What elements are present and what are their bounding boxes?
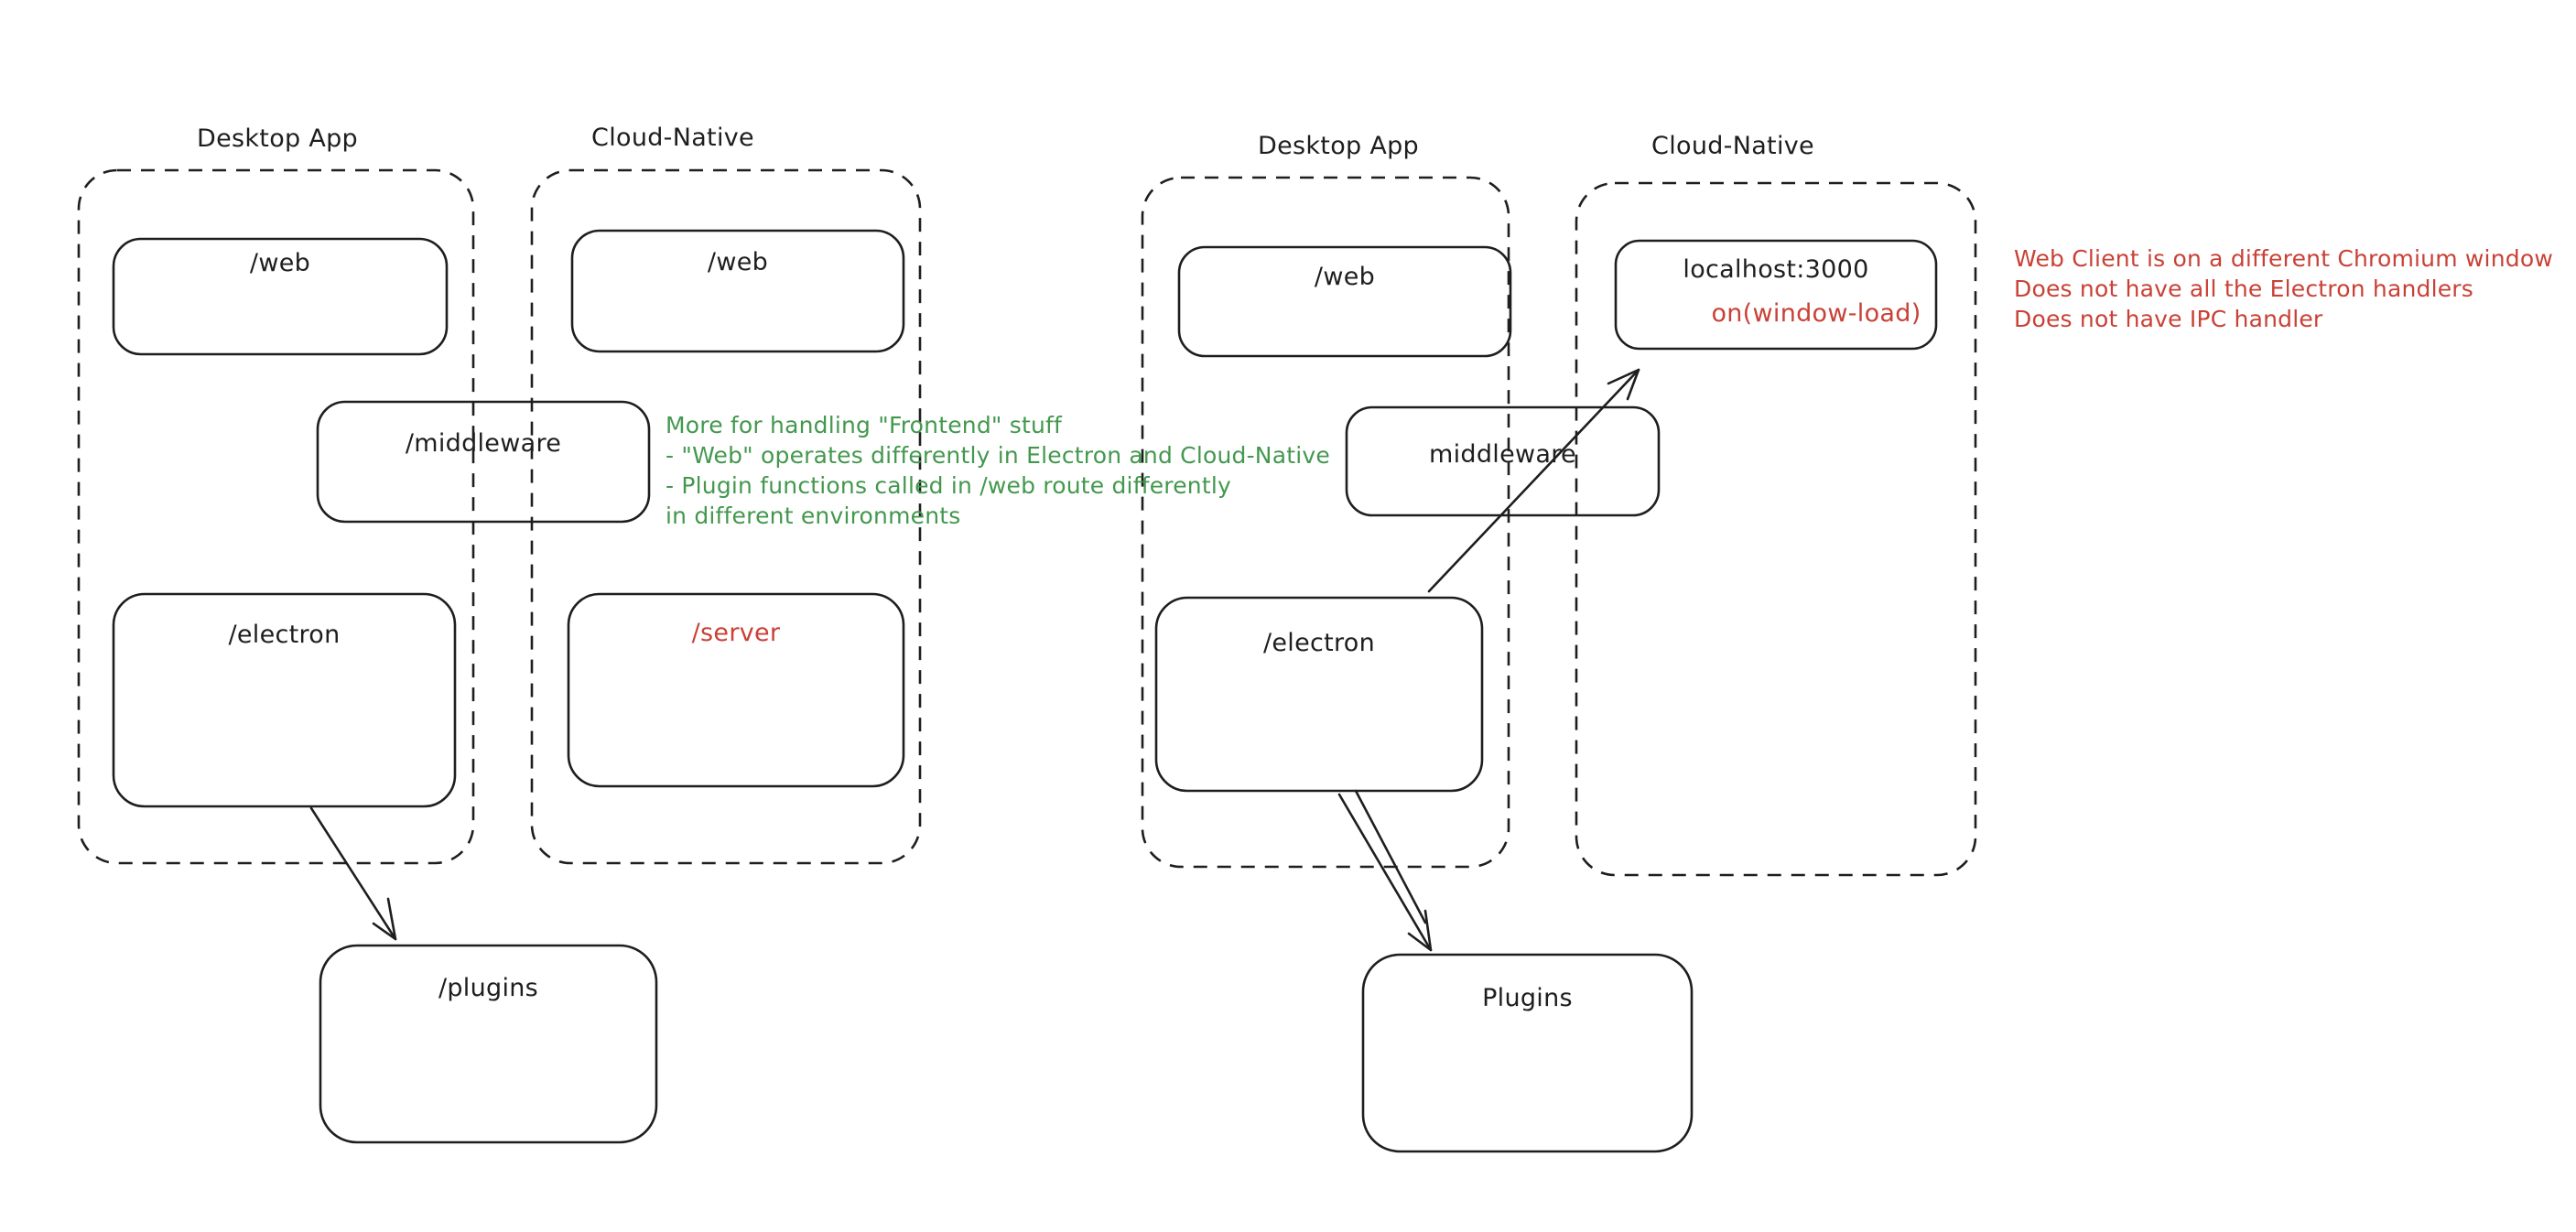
cloud-web-box[interactable] [570, 229, 905, 353]
left-electron-box[interactable] [112, 592, 457, 808]
left-web-box[interactable] [112, 237, 449, 356]
localhost-label: localhost:3000 [1683, 255, 1869, 284]
right-electron-label: /electron [1262, 629, 1376, 657]
left-middleware-box[interactable] [316, 400, 651, 524]
middleware-annotation-note[interactable]: More for handling "Frontend" stuff - "We… [666, 410, 1330, 531]
left-plugins-box[interactable] [319, 944, 658, 1144]
right-middleware-box[interactable] [1345, 405, 1661, 517]
cloud-web-label: /web [707, 248, 769, 276]
left-web-label: /web [249, 249, 311, 277]
server-label: /server [691, 619, 781, 647]
right-electron-box[interactable] [1154, 596, 1484, 793]
right-desktop-app-title[interactable]: Desktop App [1258, 132, 1419, 160]
arrow-electron-to-plugins-right[interactable] [1337, 789, 1433, 952]
right-web-label: /web [1314, 263, 1376, 291]
note-line: - "Web" operates differently in Electron… [666, 442, 1330, 469]
note-line: More for handling "Frontend" stuff [666, 412, 1063, 438]
note-line: - Plugin functions called in /web route … [666, 472, 1231, 499]
note-line: in different environments [666, 503, 961, 529]
right-cloud-native-title[interactable]: Cloud-Native [1651, 132, 1814, 160]
left-desktop-app-container[interactable] [77, 168, 475, 865]
left-plugins-label: /plugins [438, 974, 539, 1002]
right-middleware-label: middleware [1429, 440, 1576, 469]
right-plugins-label: Plugins [1482, 984, 1573, 1012]
note-line: Does not have IPC handler [2014, 306, 2323, 332]
left-cloud-native-title[interactable]: Cloud-Native [591, 124, 754, 152]
left-cloud-native-container[interactable] [530, 168, 922, 865]
right-desktop-app-container[interactable] [1141, 176, 1510, 869]
right-cloud-native-container[interactable] [1575, 181, 1977, 877]
localhost-on-window-load-label: on(window-load) [1711, 299, 1921, 328]
localhost-box[interactable] [1614, 239, 1938, 351]
server-box[interactable] [567, 592, 905, 788]
right-web-box[interactable] [1177, 245, 1512, 358]
arrow-electron-to-plugins-left[interactable] [309, 806, 397, 941]
note-line: Does not have all the Electron handlers [2014, 276, 2474, 302]
right-plugins-box[interactable] [1361, 953, 1694, 1153]
left-middleware-label: /middleware [405, 429, 562, 458]
left-electron-label: /electron [228, 621, 341, 649]
note-line: Web Client is on a different Chromium wi… [2014, 245, 2553, 272]
arrow-electron-to-localhost[interactable] [1427, 368, 1640, 593]
web-client-annotation-note[interactable]: Web Client is on a different Chromium wi… [2014, 243, 2553, 334]
left-desktop-app-title[interactable]: Desktop App [197, 124, 358, 153]
